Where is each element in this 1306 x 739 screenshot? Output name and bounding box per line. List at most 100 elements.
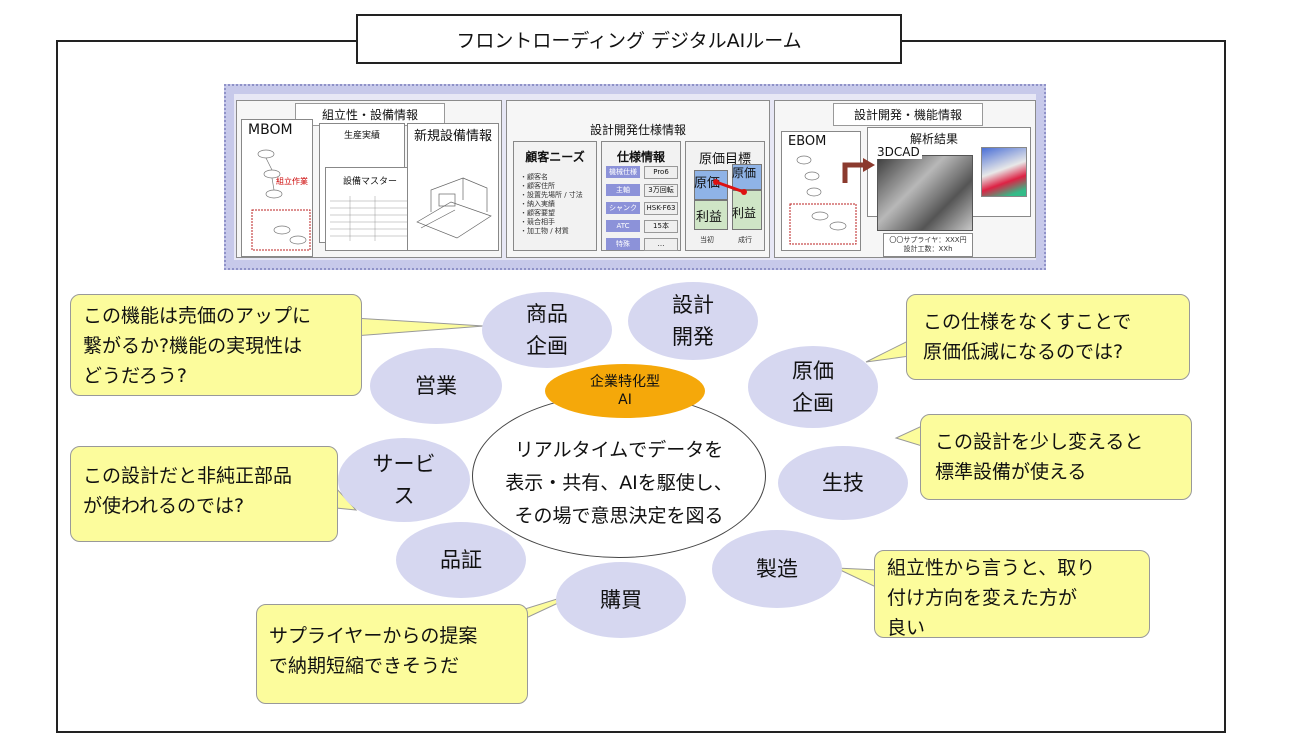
callout-line: 良い: [887, 617, 926, 639]
bubble-line: 開発: [672, 325, 714, 349]
panel-label: 設計開発仕様情報: [589, 123, 686, 137]
callout-line: 付け方向を変えた方が: [887, 587, 1078, 609]
bubble-line: 生技: [822, 471, 864, 495]
callout-line: この設計を少し変えると: [935, 431, 1144, 453]
mbom-tree-diagram: [251, 149, 311, 251]
callout-line: が使われるのでは?: [83, 495, 245, 517]
bubble-service: サービス: [338, 438, 470, 522]
callout-mid-right: この設計を少し変えると 標準設備が使える: [920, 414, 1192, 500]
cost-target-doc: 原価目標 原価 原価 利益 利益 当初 成行: [685, 141, 765, 251]
analysis-thumb: [981, 147, 1027, 197]
production-title: 生産実績: [343, 131, 380, 141]
center-message: リアルタイムでデータを 表示・共有、AIを駆使し、 その場で意思決定を図る: [472, 394, 766, 558]
bubble-line: 営業: [415, 374, 457, 398]
ebom-tree-diagram: [789, 155, 857, 245]
tail-top-left: [353, 317, 485, 337]
needs-item: ・顧客名: [520, 173, 548, 181]
bubble-line: 企画: [792, 391, 834, 415]
spec-info-doc: 仕様情報 機械仕様 Pro6 主軸 3万回転 シャンク HSK-F63 ATC …: [601, 141, 681, 251]
bubble-line: 製造: [756, 557, 798, 581]
bubble-manufacturing: 製造: [712, 530, 842, 608]
profit-bar-1: [694, 200, 728, 230]
supplier-cost: 〇〇サプライヤ：XXX円: [889, 236, 967, 244]
equipment-master-doc: 設備マスター: [325, 167, 415, 251]
mbom-title: MBOM: [248, 122, 293, 138]
profit-bar-2: [732, 190, 762, 230]
tail-bottom-right: [835, 567, 879, 589]
cad-label: 3DCAD: [875, 145, 922, 159]
center-line: その場で意思決定を図る: [514, 504, 724, 527]
spec-key: 機械仕様: [606, 166, 640, 178]
cost-arrow: [713, 179, 747, 195]
bubble-sales: 営業: [370, 348, 502, 424]
bubble-line: 原価: [792, 359, 834, 383]
callout-line: 原価低減になるのでは?: [923, 341, 1124, 363]
bubble-design-development: 設計開発: [628, 282, 758, 360]
bubble-quality-assurance: 品証: [396, 522, 526, 598]
panel-assembly-equipment: 組立性・設備情報 MBOM 組立作業 生産実績 設備マスター: [236, 100, 502, 258]
bubble-line: 品証: [440, 548, 482, 572]
tail-top-right: [865, 339, 911, 363]
needs-item: ・設置先場所 / 寸法: [520, 191, 583, 199]
bubble-line: 設計: [672, 293, 714, 317]
callout-bottom-right: 組立性から言うと、取り 付け方向を変えた方が 良い: [874, 550, 1150, 639]
new-equipment-title: 新規設備情報: [413, 129, 492, 144]
callout-line: 標準設備が使える: [935, 461, 1087, 483]
callout-line: どうだろう?: [83, 365, 187, 387]
design-man-hours: 設計工数：XXh: [903, 245, 953, 253]
callout-top-right: この仕様をなくすことで 原価低減になるのでは?: [906, 294, 1190, 380]
spec-key: 主軸: [606, 184, 640, 196]
callout-line: サプライヤーからの提案: [269, 625, 478, 647]
spec-info-title: 仕様情報: [616, 150, 665, 164]
spec-val: HSK-F63: [644, 202, 678, 215]
callout-line: この設計だと非純正部品: [83, 465, 293, 487]
profit-label-2: 利益: [732, 206, 757, 220]
mbom-red-label: 組立作業: [276, 177, 308, 186]
cost-target-title: 原価目標: [698, 152, 751, 167]
ai-badge: 企業特化型 AI: [545, 364, 705, 418]
spec-val: …: [644, 238, 678, 251]
center-line: 表示・共有、AIを駆使し、: [505, 471, 733, 494]
mbom-doc: MBOM 組立作業: [241, 119, 313, 257]
result-label: 成行: [738, 236, 752, 244]
bubble-product-planning: 商品企画: [482, 292, 612, 368]
spec-val: 3万回転: [644, 184, 678, 197]
needs-item: ・顧客住所: [520, 182, 555, 190]
callout-line: この機能は売価のアップに: [83, 305, 312, 327]
needs-list: ・顧客名 ・顧客住所 ・設置先場所 / 寸法 ・納入実績 ・顧客要望 ・競合相手…: [514, 165, 596, 236]
cost-summary: 〇〇サプライヤ：XXX円 設計工数：XXh: [883, 233, 973, 257]
ebom-doc: EBOM: [781, 131, 861, 251]
callout-top-left: この機能は売価のアップに 繋がるか?機能の実現性は どうだろう?: [70, 294, 362, 396]
page-title: フロントローディング デジタルAIルーム: [356, 14, 902, 64]
ai-line: AI: [618, 392, 632, 408]
cost-label-2: 原価: [732, 166, 757, 180]
spec-val: 15本: [644, 220, 678, 233]
analysis-title: 解析結果: [910, 132, 959, 146]
room-backdrop: 組立性・設備情報 MBOM 組立作業 生産実績 設備マスター: [234, 94, 1036, 260]
center-line: リアルタイムでデータを: [514, 438, 724, 461]
callout-line: 組立性から言うと、取り: [887, 557, 1096, 579]
equipment-master-title: 設備マスター: [342, 177, 397, 187]
cost-label-1: 原価: [694, 176, 721, 191]
tail-mid-right: [894, 425, 923, 447]
customer-needs-doc: 顧客ニーズ ・顧客名 ・顧客住所 ・設置先場所 / 寸法 ・納入実績 ・顧客要望…: [513, 141, 597, 251]
callout-line: この仕様をなくすことで: [923, 311, 1132, 333]
callout-line: で納期短縮できそうだ: [269, 655, 460, 677]
bubble-line: 企画: [526, 334, 568, 358]
spec-val: Pro6: [644, 166, 678, 179]
ai-line: 企業特化型: [590, 374, 660, 390]
needs-item: ・競合相手: [520, 218, 555, 226]
spec-key: 特殊: [606, 238, 640, 250]
callout-bottom-left: サプライヤーからの提案 で納期短縮できそうだ: [256, 604, 528, 704]
callout-line: 繋がるか?機能の実現性は: [83, 335, 303, 357]
digital-room-panorama: 組立性・設備情報 MBOM 組立作業 生産実績 設備マスター: [224, 84, 1046, 270]
panel-design-function: 設計開発・機能情報 EBOM 解析結果 3DCAD: [774, 100, 1036, 258]
machine-drawing: [416, 177, 492, 239]
customer-needs-title: 顧客ニーズ: [525, 150, 585, 164]
bubble-line: 購買: [600, 588, 642, 612]
profit-label-1: 利益: [696, 210, 723, 225]
spec-key: シャンク: [606, 202, 640, 214]
link-arrow: [842, 158, 875, 183]
needs-item: ・加工物 / 材質: [520, 227, 569, 235]
panel-design-spec: 設計開発仕様情報 顧客ニーズ ・顧客名 ・顧客住所 ・設置先場所 / 寸法 ・納…: [506, 100, 770, 258]
